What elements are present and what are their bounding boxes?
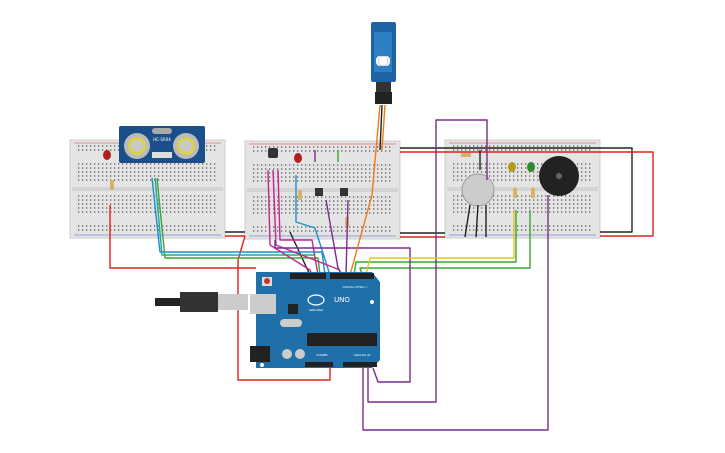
digital-header-label: DIGITAL (PWM~) [343, 285, 368, 289]
arduino-model: UNO [334, 296, 350, 304]
arduino-uno[interactable]: DIGITAL (PWM~) ARDUINO UNO POWER ANALOG … [250, 272, 381, 368]
wire-10[interactable] [349, 104, 386, 276]
arduino-brand: ARDUINO [309, 308, 324, 312]
resistor[interactable] [531, 188, 535, 198]
resistor[interactable] [110, 180, 114, 190]
wire-6[interactable] [154, 177, 315, 256]
potentiometer[interactable] [461, 173, 495, 207]
resistor[interactable] [513, 188, 517, 198]
analog-header-label: ANALOG IN [354, 353, 371, 357]
red-led-2[interactable] [294, 153, 302, 163]
red-led[interactable] [103, 150, 111, 160]
arduino-logo-icon [307, 294, 325, 306]
ultrasonic-sensor[interactable]: HC-SR04 [119, 126, 205, 163]
wire-3[interactable] [400, 151, 654, 238]
wire-9[interactable] [365, 210, 515, 276]
wire-12[interactable] [464, 150, 487, 238]
sensor-label: HC-SR04 [153, 137, 171, 142]
wire-11[interactable] [379, 104, 383, 151]
pushbutton-1[interactable] [315, 188, 323, 196]
power-header-label: POWER [316, 353, 327, 357]
components-on-breadboards [103, 148, 579, 227]
green-led[interactable] [527, 162, 535, 172]
yellow-led[interactable] [508, 162, 516, 172]
wire-2[interactable] [225, 147, 633, 276]
reset-button[interactable] [264, 278, 270, 284]
servo-motor[interactable] [371, 22, 396, 104]
wire-8[interactable] [274, 119, 549, 431]
resistor[interactable] [461, 153, 471, 157]
usb-cable[interactable] [155, 292, 248, 312]
photoresistor[interactable] [268, 148, 278, 158]
resistor[interactable] [298, 190, 302, 200]
pushbutton-2[interactable] [340, 188, 348, 196]
